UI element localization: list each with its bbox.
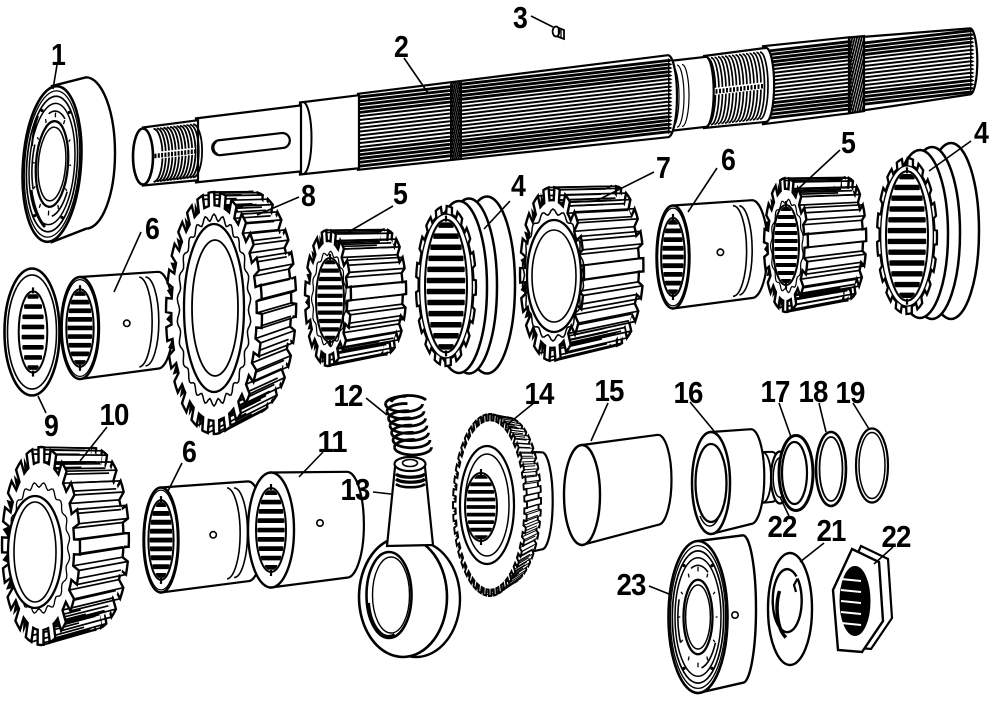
svg-text:5: 5 xyxy=(393,176,408,211)
svg-text:4: 4 xyxy=(974,115,990,150)
svg-text:17: 17 xyxy=(761,374,790,409)
svg-text:5: 5 xyxy=(841,125,856,160)
svg-text:21: 21 xyxy=(817,513,847,548)
svg-text:14: 14 xyxy=(525,376,556,411)
svg-text:4: 4 xyxy=(511,168,527,203)
svg-text:10: 10 xyxy=(100,397,129,432)
svg-text:6: 6 xyxy=(145,211,160,246)
svg-text:13: 13 xyxy=(341,472,371,507)
svg-text:8: 8 xyxy=(301,178,316,213)
svg-text:6: 6 xyxy=(182,434,197,469)
svg-text:22: 22 xyxy=(882,519,911,554)
svg-text:9: 9 xyxy=(44,408,59,443)
svg-text:3: 3 xyxy=(513,0,528,35)
svg-text:16: 16 xyxy=(674,375,704,410)
svg-text:7: 7 xyxy=(656,150,670,185)
svg-text:2: 2 xyxy=(394,29,408,64)
svg-text:1: 1 xyxy=(51,37,66,72)
svg-text:19: 19 xyxy=(836,375,866,410)
svg-text:6: 6 xyxy=(721,142,736,177)
svg-text:22: 22 xyxy=(768,509,797,544)
svg-text:23: 23 xyxy=(617,567,647,602)
svg-text:15: 15 xyxy=(595,373,625,408)
svg-text:12: 12 xyxy=(334,378,363,413)
svg-text:18: 18 xyxy=(799,374,829,409)
